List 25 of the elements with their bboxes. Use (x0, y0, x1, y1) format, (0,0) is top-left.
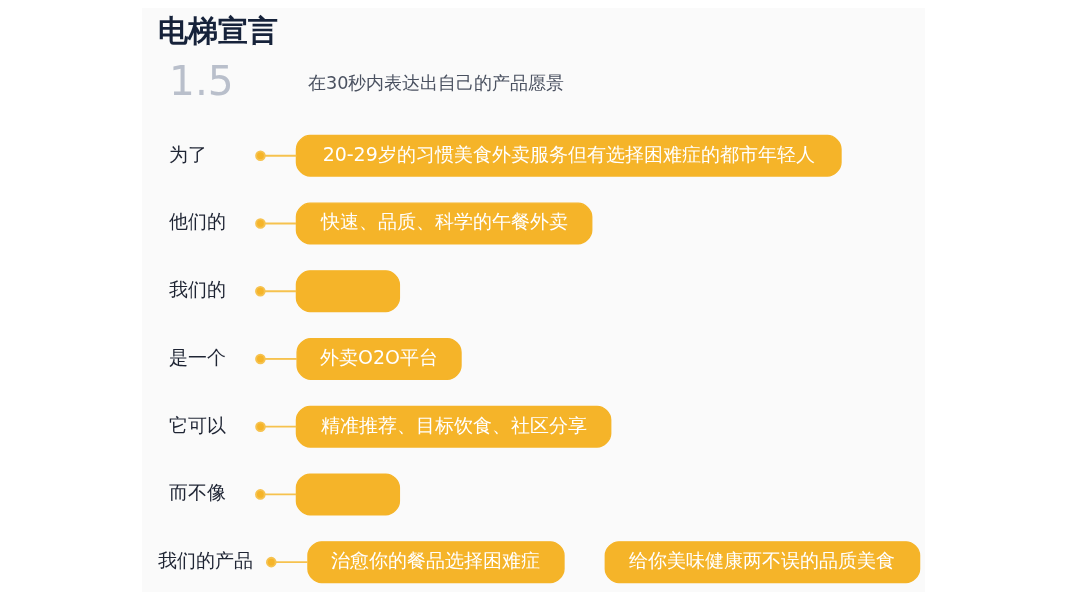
node-text: 我们的 (169, 278, 227, 301)
connector (255, 285, 298, 297)
diagram-title: 电梯宣言 (158, 13, 279, 49)
node-text: 而不像 (169, 481, 227, 504)
node-text: 为了 (169, 142, 208, 165)
node-box (295, 270, 401, 313)
node-box: 外卖O2O平台 (296, 337, 462, 380)
node-text: 我们的产品 (158, 549, 254, 572)
node-box (295, 473, 401, 516)
node-box: 20-29岁的习惯美食外卖服务但有选择困难症的都市年轻人 (295, 134, 842, 177)
node-box: 治愈你的餐品选择困难症 (307, 541, 565, 584)
node-box: 精准推荐、目标饮食、社区分享 (295, 405, 612, 448)
connector (255, 353, 298, 365)
node-box: 给你美味健康两不误的品质美食 (604, 541, 921, 584)
connector (255, 421, 298, 432)
connector (255, 218, 298, 229)
node-text: 他们的 (169, 210, 227, 233)
connector (255, 489, 298, 500)
connector (255, 150, 298, 161)
node-text: 是一个 (169, 345, 227, 368)
label: 在30秒内表达出自己的产品愿景 (307, 73, 565, 94)
connector (266, 556, 309, 568)
node-text: 它可以 (169, 413, 227, 436)
node-box: 快速、品质、科学的午餐外卖 (295, 202, 593, 245)
label: 1.5 (169, 56, 234, 105)
